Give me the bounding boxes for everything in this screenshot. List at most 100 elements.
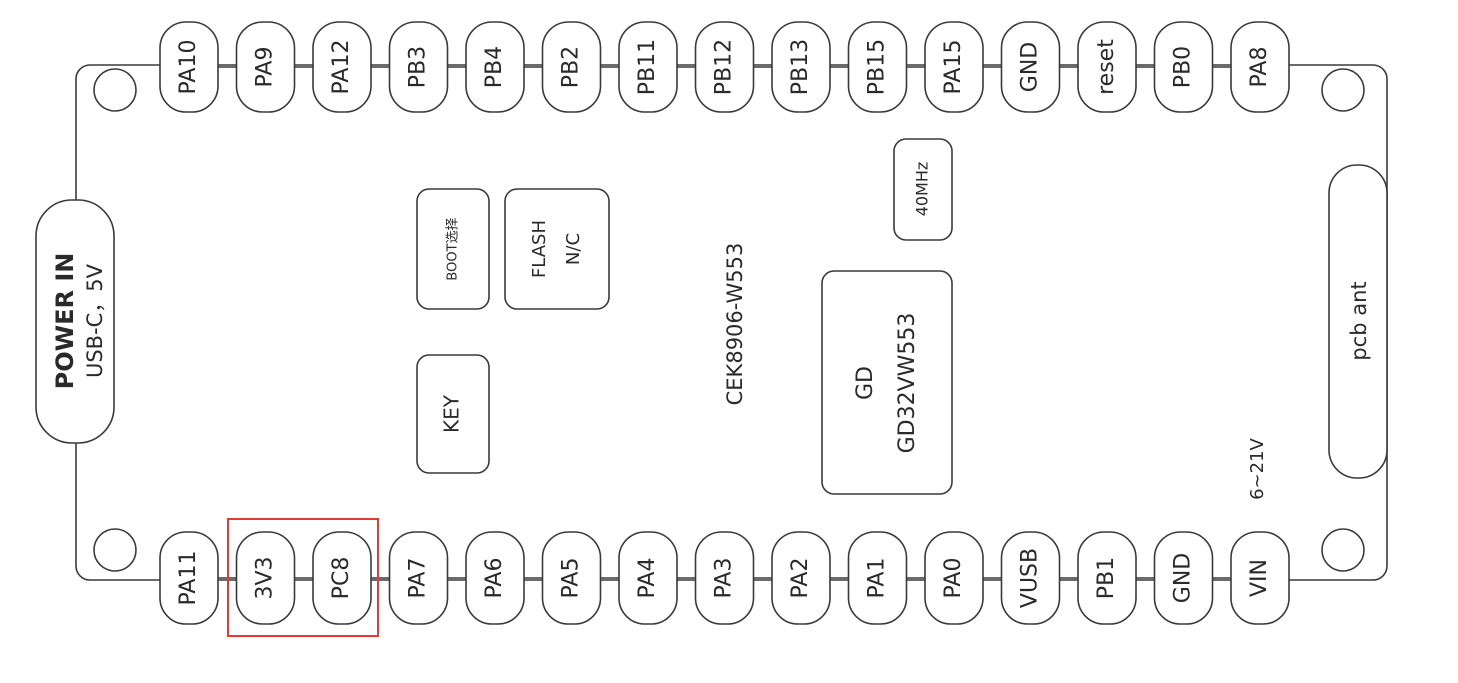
pin-pad: [847, 21, 908, 113]
pin-pad: [847, 531, 908, 625]
pin-label: PA4: [635, 558, 660, 599]
bottom-pin-vusb: VUSB: [1000, 531, 1061, 625]
pin-label: PA2: [788, 558, 813, 599]
pin-pad: [541, 21, 602, 113]
pin-pad: [924, 21, 984, 113]
bottom-pin-3v3: 3V3: [235, 531, 296, 625]
bottom-pin-pa3: PA3: [694, 531, 755, 625]
bottom-pin-pa6: PA6: [465, 531, 525, 625]
top-pin-pa15: PA15: [924, 21, 984, 113]
pin-pad: [1230, 531, 1290, 625]
pin-pad: [159, 21, 219, 113]
bottom-pin-pa4: PA4: [618, 531, 678, 625]
usb-c-port: [35, 199, 115, 444]
bottom-pin-pa1: PA1: [847, 531, 908, 625]
power-in-title: POWER IN: [51, 253, 79, 390]
pin-label: reset: [1094, 39, 1119, 95]
pin-label: PA7: [406, 558, 431, 599]
flash-chip: [504, 188, 610, 310]
pin-label: PA1: [865, 558, 890, 599]
pin-pad: [1230, 21, 1290, 113]
top-pin-pb0: PB0: [1153, 21, 1214, 113]
top-pin-pa9: PA9: [235, 21, 296, 113]
pin-pad: [312, 531, 372, 625]
pin-label: PB4: [482, 46, 507, 88]
pin-pad: [924, 531, 984, 625]
pin-label: PA12: [329, 40, 354, 95]
pin-label: PA3: [712, 558, 737, 599]
pin-label: PA8: [1247, 47, 1272, 88]
power-in-subtitle: USB-C，5V: [83, 263, 107, 378]
pin-pad: [235, 531, 296, 625]
pin-pad: [159, 531, 219, 625]
bottom-pin-pa0: PA0: [924, 531, 984, 625]
pin-pad: [694, 21, 755, 113]
pin-label: PB12: [712, 39, 737, 95]
pin-label: PB1: [1094, 557, 1119, 599]
key-label: KEY: [440, 394, 464, 433]
pin-label: PB3: [406, 46, 431, 88]
pin-label: PA10: [176, 40, 201, 95]
pin-pad: [771, 531, 831, 625]
top-pin-pb12: PB12: [694, 21, 755, 113]
pin-pad: [694, 531, 755, 625]
bottom-pin-pa2: PA2: [771, 531, 831, 625]
top-pin-pb11: PB11: [618, 21, 678, 113]
antenna-label: pcb ant: [1347, 281, 1371, 360]
pcb-antenna: [1328, 164, 1388, 479]
pin-pad: [1000, 21, 1061, 113]
mount-hole-bottom-left: [93, 528, 137, 572]
pin-label: VIN: [1247, 559, 1272, 597]
bottom-pin-pa5: PA5: [541, 531, 602, 625]
boot-switch: [416, 188, 490, 310]
pin-label: GND: [1018, 42, 1043, 92]
pin-label: PB11: [635, 39, 660, 95]
mount-hole-top-left: [93, 68, 137, 112]
bottom-pin-pc8: PC8: [312, 531, 372, 625]
pin-pad: [1153, 531, 1214, 625]
crystal-label: 40MHz: [913, 162, 932, 217]
key-button: [416, 354, 490, 474]
chip-label-line2: GD32VW553: [895, 313, 920, 454]
pin-label: 3V3: [253, 556, 278, 599]
pin-label: GND: [1171, 553, 1196, 603]
boot-label: BOOT选择: [446, 217, 461, 280]
pin-pad: [771, 21, 831, 113]
top-pin-pa12: PA12: [312, 21, 372, 113]
pin-pad: [1077, 531, 1137, 625]
top-pin-pa10: PA10: [159, 21, 219, 113]
flash-label-line2: N/C: [563, 233, 584, 265]
pin-pad: [1077, 21, 1137, 113]
mount-hole-bottom-right: [1321, 528, 1365, 572]
pin-pad: [388, 21, 449, 113]
mcu-chip: [821, 270, 953, 495]
bottom-pin-pa7: PA7: [388, 531, 449, 625]
pin-label: PA6: [482, 558, 507, 599]
pin-label: PA5: [559, 558, 584, 599]
pin-pad: [312, 21, 372, 113]
flash-label-line1: FLASH: [529, 220, 550, 278]
top-pin-pa8: PA8: [1230, 21, 1290, 113]
top-pin-pb2: PB2: [541, 21, 602, 113]
pin-label: PA0: [941, 558, 966, 599]
highlight-box: [227, 518, 379, 637]
pin-label: PC8: [329, 557, 354, 600]
bottom-pin-vin: VIN: [1230, 531, 1290, 625]
crystal: [893, 138, 953, 241]
top-pin-gnd: GND: [1000, 21, 1061, 113]
pin-label: PB13: [788, 39, 813, 95]
vin-range-label: 6~21V: [1247, 437, 1268, 499]
power-in-connector: POWER IN USB-C，5V: [35, 199, 115, 444]
pin-pad: [541, 531, 602, 625]
pin-label: PB0: [1171, 46, 1196, 88]
pin-label: VUSB: [1018, 548, 1043, 608]
pin-label: PB2: [559, 46, 584, 88]
board-name: CEK8906-W553: [723, 243, 747, 406]
pin-pad: [388, 531, 449, 625]
pin-pad: [1000, 531, 1061, 625]
pin-label: PA9: [253, 47, 278, 88]
pin-pad: [1153, 21, 1214, 113]
